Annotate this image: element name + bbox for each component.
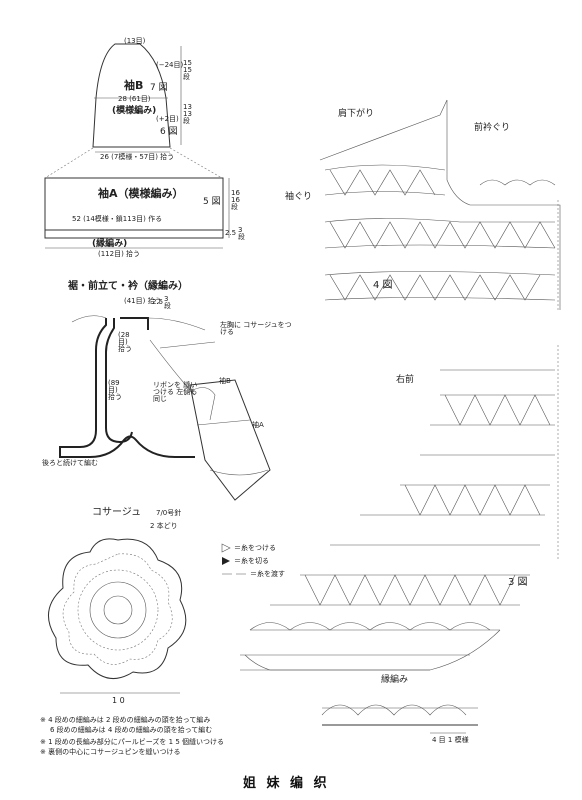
sleeve-a-fig5: 5 図 [203, 197, 221, 207]
fig4-label: 4 図 [373, 280, 393, 291]
front-count: (89目) 拾う [108, 379, 122, 401]
corsage-title: コサージュ [92, 507, 142, 518]
attach-symbol [221, 543, 231, 553]
sleeve-b-link-left [44, 147, 94, 179]
fig3-edge: 縁編み [381, 675, 409, 685]
shoulder-lines [71, 315, 206, 331]
front-band-inner [105, 318, 133, 444]
sleeve-a-edge [44, 229, 224, 239]
corsage-width: 1 0 [112, 696, 125, 705]
note-1: ※ 4 段めの細編みは 2 段めの細編みの頭を拾って編み [40, 716, 211, 724]
sleeve-b-width: 28 (61目) [118, 95, 151, 103]
sleeve-b-bottom-width: 26 (7模様・57目) 拾う [100, 153, 175, 161]
note-4: ※ 裏側の中心にコサージュピンを縫いつける [40, 748, 181, 756]
ribbon [149, 339, 196, 396]
label-sleeve-a: 袖A [252, 421, 264, 429]
fig4-shoulder: 肩下がり [338, 109, 375, 119]
collar-band [120, 317, 149, 330]
body-section-title: 裾・前立て・衿（縁編み） [68, 281, 188, 292]
sleeve-a-title: 袖A（模様編み） [98, 187, 184, 200]
note-ribbon: リボンを 縫いつける 左側も同じ [153, 381, 198, 403]
sleeve-b-plus: (+2目) [156, 115, 179, 123]
sleeve-bell-join [196, 419, 251, 426]
sleeve-a-edge: (縁編み) [92, 239, 128, 249]
fig4-chart [319, 99, 561, 310]
side-count: (28目) 拾う [118, 331, 132, 353]
sleeve-b-pattern: (模様編み) [112, 106, 157, 116]
sleeve-a-edge-rows: 3 段 [238, 226, 245, 241]
sleeve-a-rows: 16 16 段 [231, 189, 240, 211]
body-dim: 2.5 [152, 298, 164, 306]
note-3: ※ 1 段めの長編み部分にパールビーズを 1 5 個縫いつける [40, 738, 225, 746]
legend-pass: ＝糸を渡す [250, 570, 285, 578]
sleeve-b-fig6: 6 図 [160, 127, 178, 137]
corsage-leader [159, 341, 216, 349]
note-continue: 後ろと続けて編む [42, 459, 98, 467]
sleeve-bell-hem [209, 469, 269, 476]
sleeve-b-link-right [169, 147, 223, 179]
front-band-outer [59, 318, 195, 458]
corsage-hook: 7/0号針 [156, 509, 182, 517]
sleeve-b-rows-top: 15 15 段 [183, 59, 192, 81]
fig3-label: 3 図 [508, 577, 528, 588]
sleeve-a-edge-dim: 2.5 [225, 229, 237, 237]
legend-attach: ＝糸をつける [234, 544, 276, 552]
fig3-chart [240, 345, 559, 671]
edge-pattern-chart [321, 704, 478, 734]
legend-cut: ＝糸を切る [234, 557, 269, 565]
note-2: 6 段めの細編みは 4 段めの細編みの頭を拾って編む [50, 726, 213, 734]
sleeve-b-rows-bottom: 13 13 段 [183, 103, 192, 125]
sleeve-b-minus: (−24目) [156, 61, 184, 69]
sleeve-b-fig7: 7 図 [150, 83, 168, 93]
fig3-repeat: 4 目 1 模様 [432, 736, 469, 744]
fig4-front-neck: 前衿ぐり [474, 123, 511, 133]
fig3-right-front: 右前 [396, 375, 415, 385]
sleeve-b-title: 袖B [124, 79, 144, 92]
corsage-flower [48, 538, 187, 680]
corsage-strands: 2 本どり [150, 522, 178, 530]
sleeve-a-edge-pick: (112目) 拾う [98, 250, 141, 258]
collar-count: (41目) 拾う [124, 297, 162, 305]
ribbon-bow [184, 387, 216, 421]
label-sleeve-b: 袖B [219, 377, 231, 385]
sleeve-bell [189, 379, 271, 501]
cut-symbol [222, 557, 230, 565]
sleeve-b-top-count: (13目) [124, 37, 146, 45]
publisher-logo: 姐 妹 编 织 [243, 776, 330, 791]
fig4-armhole: 袖ぐり [285, 192, 313, 202]
note-corsage: 左胸に コサージュをつける [220, 321, 292, 336]
sleeve-a-cast-on: 52 (14模様・鎖113目) 作る [72, 215, 163, 223]
body-dim-rows: 3 段 [164, 295, 171, 310]
